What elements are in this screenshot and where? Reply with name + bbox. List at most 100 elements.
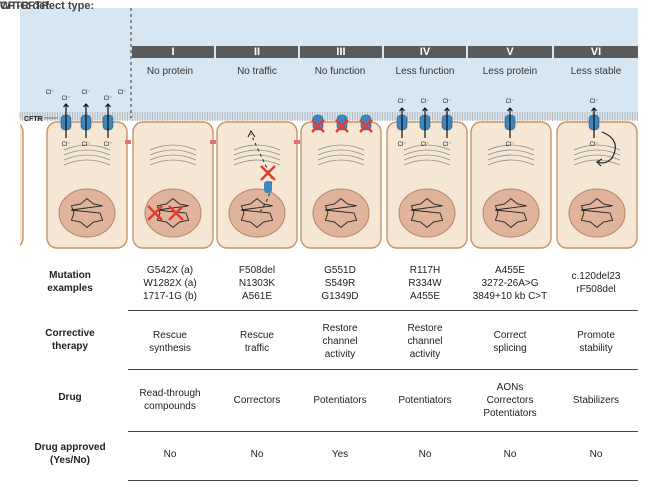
mutations-line: N1303K [238,277,276,289]
endocytosis-arrow [597,131,616,164]
nucleus [228,188,286,238]
mutations-line: R334W [408,277,442,289]
left-mask [0,118,20,250]
therapy-line: synthesis [149,342,191,354]
chloride-ion: Cl⁻ [82,90,91,96]
chloride-ion: Cl⁻ [62,142,71,148]
mutations-line: S549R [324,277,356,289]
er-membrane [487,159,535,166]
drug-line: AONs [496,381,524,393]
chromatin [70,198,104,228]
ion-arrow-head [63,103,69,108]
row-head-mutation: Mutation examples [20,269,120,295]
therapy-line: Rescue [240,329,274,341]
class-name-2: No traffic [237,66,277,77]
epithelial-cell [470,121,552,249]
therapy-line: splicing [493,342,527,354]
er-membrane [403,154,451,161]
row-head-text: Mutation [49,270,91,281]
right-mask [638,118,658,250]
chloride-ion: Cl⁻ [46,90,55,96]
tight-junction [294,140,300,144]
therapy-line: channel [322,336,358,347]
block-cross [359,119,373,133]
class-name-6: Less stable [570,66,622,77]
approved-cell: No [418,449,432,460]
epithelial-cell [300,121,382,249]
row-divider [128,369,638,370]
tight-junction [125,140,131,144]
epithelial-cell [46,121,128,249]
drug-line: Correctors [486,394,534,406]
cell-diagram: Cl⁻Cl⁻Cl⁻Cl⁻Cl⁻Cl⁻Cl⁻Cl⁻CFTRCl⁻Cl⁻Cl⁻Cl⁻… [0,8,658,250]
drug-line: Read-through [139,388,201,399]
mutations-line: 1717-1G (b) [143,290,197,302]
chloride-ion: Cl⁻ [62,96,71,102]
drug-line: Potentiators [313,394,367,406]
er-membrane [317,144,365,151]
er-membrane [149,159,197,166]
approved-cell: No [589,449,603,460]
wt-cftr-label: WT-CFTR [0,0,50,12]
therapy-line: Promote [577,329,615,341]
er-membrane [149,154,197,161]
block-cross [311,119,325,133]
block-cross [147,205,163,221]
drug-cell: Potentiators [377,394,473,407]
chromatin [240,198,274,228]
er-membrane [149,144,197,151]
mutations-line: 3849+10 kb C>T [472,290,548,302]
tight-junction [210,140,216,144]
chloride-ion: Cl⁻ [506,142,515,148]
er-membrane [63,144,111,151]
epithelial-cell [132,121,214,249]
ion-arrow-head [105,103,111,108]
row-divider [128,431,638,432]
chromatin [410,198,444,228]
cftr-label: CFTR [24,116,43,123]
therapy-line: Rescue [153,329,187,341]
row-divider [128,310,638,311]
chromatin [580,198,614,228]
mutations-line: W1282X (a) [143,277,197,289]
nucleus [568,188,626,238]
nucleus [58,188,116,238]
mutations-cell: G542X (a)W1282X (a)1717-1G (b) [122,264,218,303]
class-name-1: No protein [146,66,194,77]
chloride-ion: Cl⁻ [398,99,407,105]
class-name-5: Less protein [482,66,538,77]
therapy-line: Restore [407,323,443,334]
approved-cell: No [163,449,177,460]
approved-cell: No [503,449,517,460]
row-head-drug: Drug [20,391,120,404]
ion-arrow-head [591,107,597,112]
er-membrane [573,154,621,161]
ion-arrow-head [83,103,89,108]
mutations-line: 3272-26A>G [481,277,539,289]
er-membrane [573,144,621,151]
class-header-4: IV [384,46,466,58]
drug-line: Stabilizers [572,394,620,406]
mutations-line: A455E [409,290,441,302]
chloride-ion: Cl⁻ [398,142,407,148]
class-name-3: No function [314,66,366,77]
mutations-line: F508del [238,264,276,276]
row-head-text: examples [47,283,93,294]
er-membrane [573,149,621,156]
nucleus [398,188,456,238]
class-header-1: I [132,46,214,58]
endocytosis-arrow-head [596,158,603,167]
ion-arrow-head [399,107,405,112]
drug-line: Potentiators [483,407,537,419]
class-header-2: II [216,46,298,58]
er-membrane [317,159,365,166]
er-membrane [487,154,535,161]
er-membrane [573,159,621,166]
